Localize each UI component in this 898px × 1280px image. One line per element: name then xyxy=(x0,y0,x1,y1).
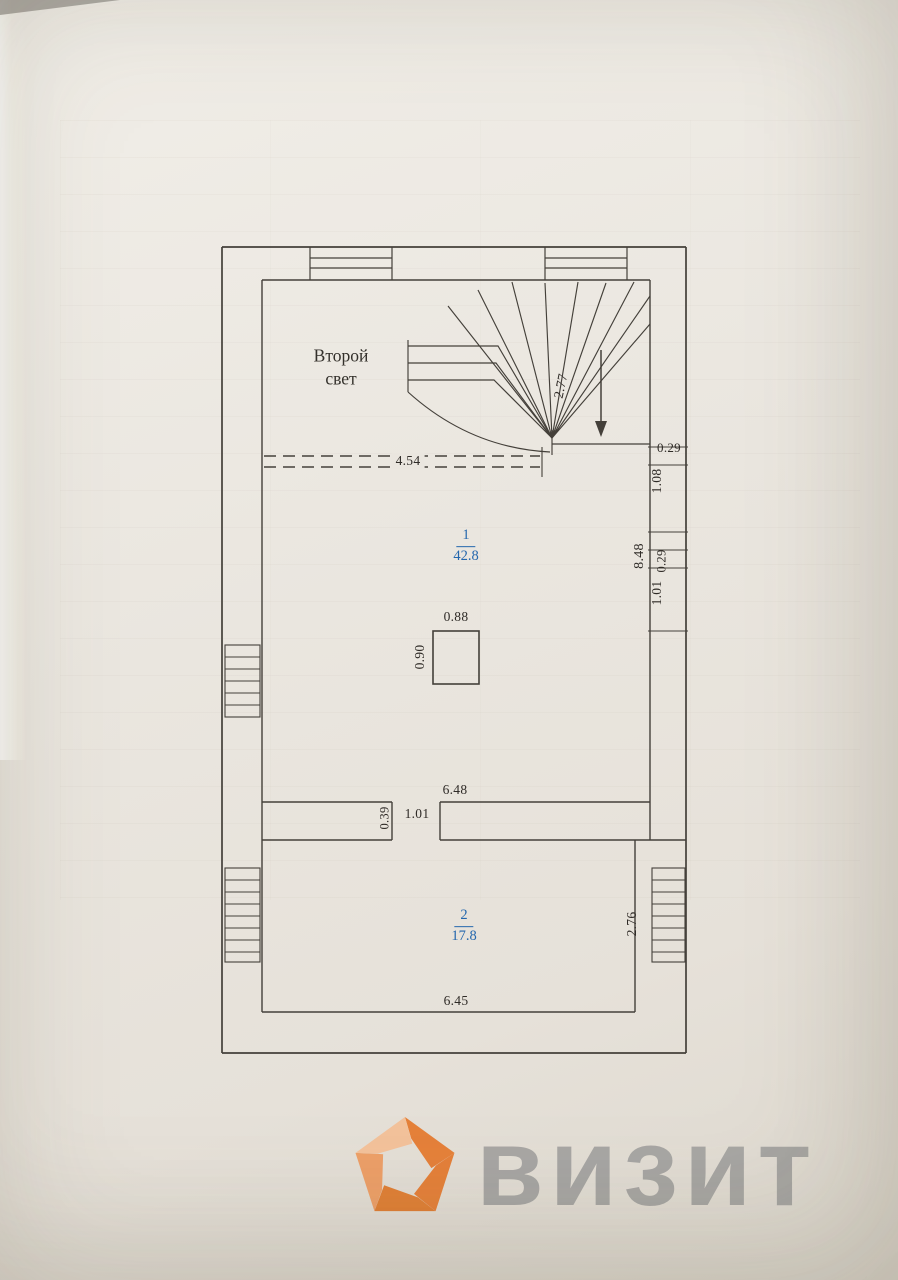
watermark-text: визит xyxy=(476,1106,818,1229)
inner-walls xyxy=(261,279,686,1013)
window-hatch-left-upper xyxy=(224,644,261,718)
dim-room2-depth: 2.76 xyxy=(624,911,639,937)
outer-walls xyxy=(221,246,687,1054)
room1-number: 1 xyxy=(456,526,476,547)
dim-right-mid-segment: 0.29 xyxy=(654,549,669,573)
dim-column-depth: 0.90 xyxy=(412,644,427,670)
dim-column-width: 0.88 xyxy=(443,609,469,624)
room2-label: 2 17.8 xyxy=(451,906,476,946)
room1-area: 42.8 xyxy=(453,548,479,564)
window-hatch-right xyxy=(651,867,686,963)
room1-label: 1 42.8 xyxy=(453,526,478,566)
dim-door-jamb: 0.39 xyxy=(377,806,392,830)
dim-door-width: 1.01 xyxy=(404,806,430,821)
vizit-pentagon-logo xyxy=(355,1116,455,1212)
second-light-line1: Второй xyxy=(313,345,369,366)
right-wall-ticks xyxy=(648,446,688,632)
stairs xyxy=(407,281,651,455)
dim-right-window-upper: 1.08 xyxy=(649,468,664,494)
window-hatch-left-lower xyxy=(224,867,261,963)
door-opening xyxy=(391,802,441,840)
second-light-label: Второй свет xyxy=(314,344,369,390)
dim-right-window-lower: 1.01 xyxy=(649,580,664,606)
dim-right-top-segment: 0.29 xyxy=(657,440,681,455)
top-windows xyxy=(309,247,628,280)
dim-opening-width: 4.54 xyxy=(391,453,425,469)
room2-number: 2 xyxy=(454,906,474,927)
second-light-line2: свет xyxy=(325,368,357,388)
dim-room1-width: 6.48 xyxy=(442,782,468,797)
room2-area: 17.8 xyxy=(451,928,477,944)
stair-direction-arrow xyxy=(595,350,607,437)
dim-room1-depth: 8.48 xyxy=(632,543,647,569)
column xyxy=(432,630,480,685)
dim-room2-width: 6.45 xyxy=(443,993,469,1008)
